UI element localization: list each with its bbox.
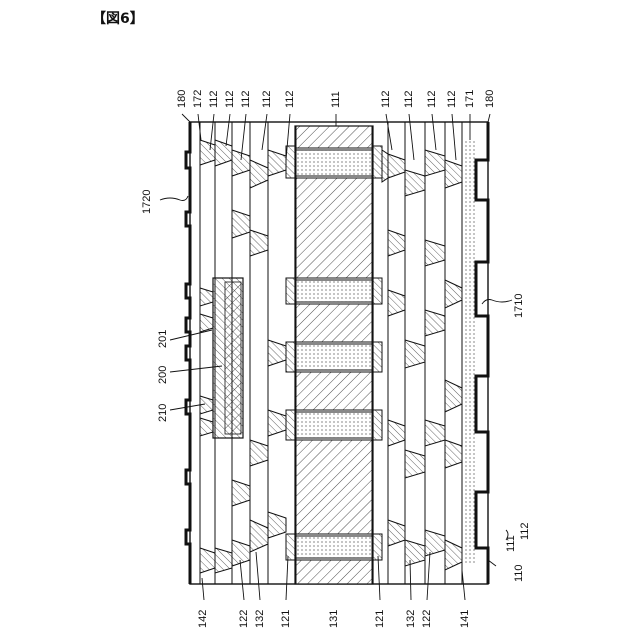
label-top-172: 172	[192, 90, 204, 108]
label-bottom-141: 141	[459, 610, 471, 628]
label-bottom-142: 142	[197, 610, 209, 628]
label-112: 112	[519, 522, 531, 540]
label-top-112-d: 112	[261, 90, 273, 108]
label-top-112-g: 112	[403, 90, 415, 108]
label-top-111: 111	[330, 91, 342, 108]
label-bottom-132-b: 132	[405, 610, 417, 628]
label-1720: 1720	[141, 190, 153, 214]
label-bottom-121-a: 121	[280, 610, 292, 628]
label-210: 210	[157, 404, 169, 422]
label-bottom-121-b: 121	[374, 610, 386, 628]
label-top-112-h: 112	[426, 90, 438, 108]
label-201: 201	[157, 330, 169, 348]
bottom-labels: 142 122 132 121 131 121 132 122 141	[197, 610, 471, 628]
label-1710: 1710	[513, 294, 525, 318]
label-top-112-i: 112	[446, 90, 458, 108]
label-top-180-right: 180	[484, 90, 496, 108]
label-bottom-132-a: 132	[254, 610, 266, 628]
label-top-112-a: 112	[208, 90, 220, 108]
label-bottom-131: 131	[328, 610, 340, 628]
label-top-112-e: 112	[284, 90, 296, 108]
label-200: 200	[157, 366, 169, 384]
label-top-112-c: 112	[240, 90, 252, 108]
label-110: 110	[513, 564, 525, 582]
label-top-112-b: 112	[224, 90, 236, 108]
label-top-171: 171	[464, 90, 476, 108]
label-top-112-f: 112	[380, 90, 392, 108]
label-bottom-122-a: 122	[238, 610, 250, 628]
label-top-180-left: 180	[176, 90, 188, 108]
top-labels: 180 172 112 112 112 112 112 111 112 112 …	[176, 90, 496, 108]
label-bottom-122-b: 122	[421, 610, 433, 628]
leader-lines	[160, 114, 512, 600]
